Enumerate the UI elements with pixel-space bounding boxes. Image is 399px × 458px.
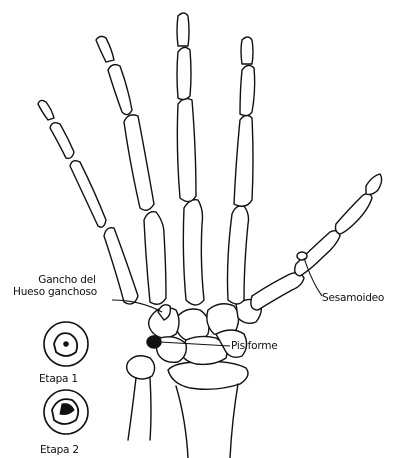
hook-label-line1: Gancho del — [31, 274, 103, 286]
stage-1-inset — [44, 322, 88, 366]
ulna-bone — [127, 356, 155, 440]
radius-bone — [168, 362, 248, 458]
pisiform-label: Pisiforme — [231, 340, 278, 352]
stage-1-label: Etapa 1 — [39, 373, 78, 385]
hook-of-hamate-label: Gancho del Hueso ganchoso — [31, 274, 103, 298]
carpal-bones — [149, 299, 262, 364]
stage-2-inset — [44, 390, 88, 434]
index-finger-bones — [228, 37, 255, 304]
stage-2-label: Etapa 2 — [40, 444, 79, 456]
pisiform-bone — [147, 336, 161, 348]
middle-finger-bones — [177, 13, 204, 305]
sesamoid-label: Sesamoideo — [322, 292, 384, 304]
ring-finger-bones — [96, 36, 166, 304]
hook-label-line2: Hueso ganchoso — [7, 286, 103, 298]
thumb-bones — [251, 174, 382, 310]
